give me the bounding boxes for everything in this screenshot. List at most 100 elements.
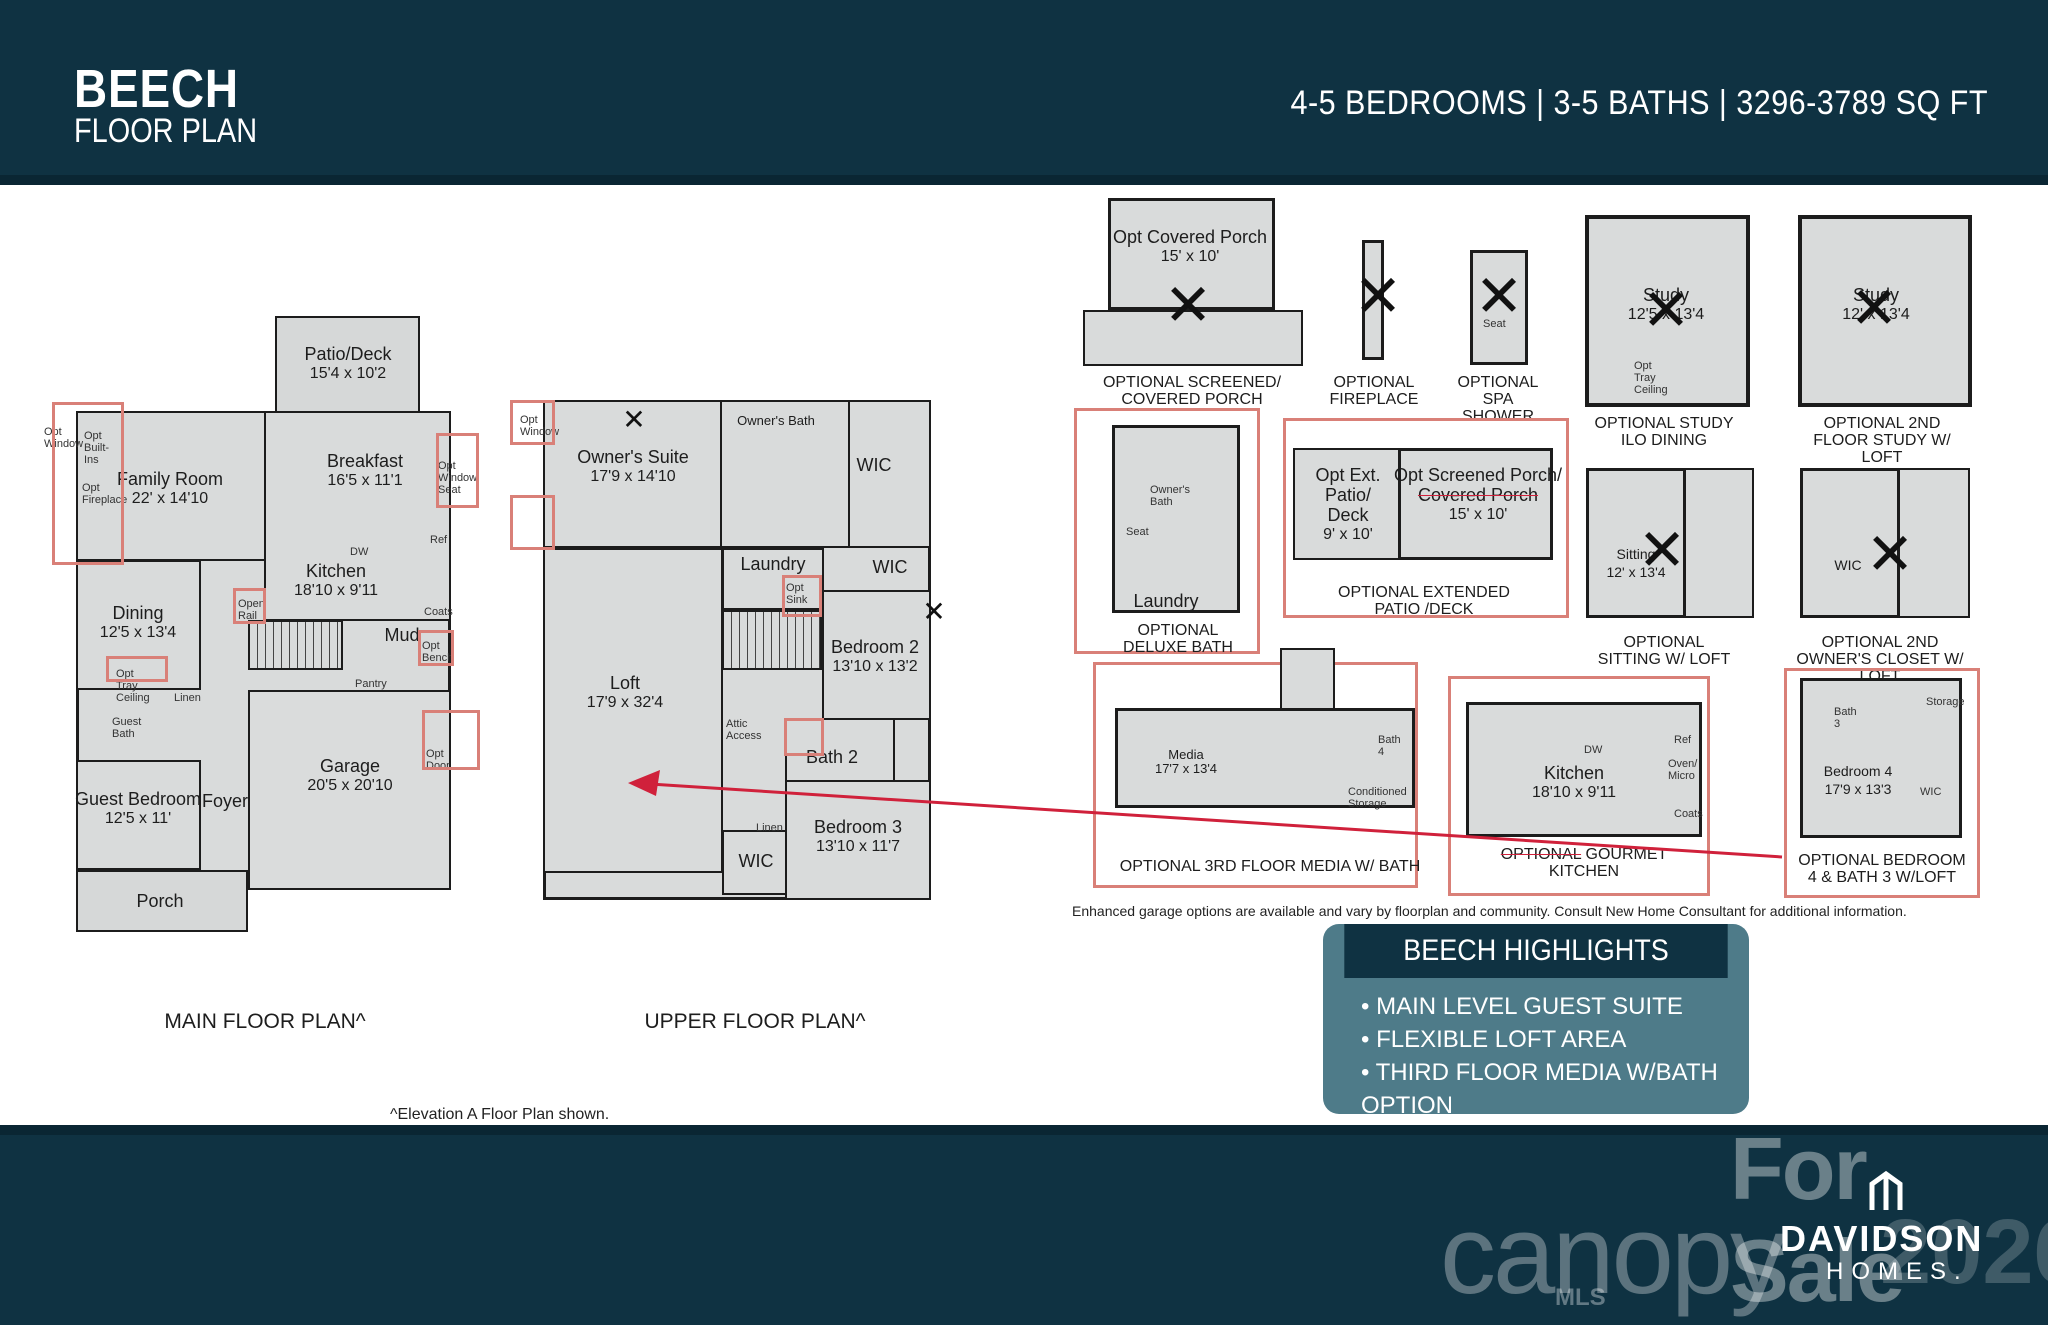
label-bed4-bath: Bath 3 bbox=[1834, 706, 1857, 730]
x-study2: ✕ bbox=[1849, 274, 1899, 342]
room-wic-3 bbox=[722, 830, 787, 895]
highlight-item: THIRD FLOOR MEDIA W/BATH OPTION bbox=[1361, 1056, 1749, 1114]
opt-screened-porch-base bbox=[1083, 310, 1303, 366]
opt-owners-closet-side bbox=[1898, 468, 1970, 618]
highlight-window-seat bbox=[436, 433, 479, 508]
room-owners-bath bbox=[720, 400, 850, 548]
label-ref: Ref bbox=[430, 534, 448, 546]
plan-specs: 4-5 BEDROOMS | 3-5 BATHS | 3296-3789 SQ … bbox=[1290, 84, 1988, 122]
upper-floor-caption: UPPER FLOOR PLAN^ bbox=[644, 1010, 866, 1033]
x-fireplace: ✕ bbox=[1353, 262, 1403, 330]
label-gourmet-ref: Ref bbox=[1674, 734, 1692, 746]
x-upper-window: ✕ bbox=[622, 403, 646, 436]
label-media-storage: Conditioned Storage bbox=[1348, 786, 1407, 810]
label-gourmet-dw: DW bbox=[1584, 744, 1603, 756]
label-wic-master: WIC bbox=[856, 455, 892, 475]
brand-name: DAVIDSON bbox=[1780, 1218, 1984, 1259]
opt-gourmet-kitchen bbox=[1466, 702, 1702, 837]
room-loft bbox=[543, 548, 723, 873]
highlight-extended-patio bbox=[1283, 418, 1569, 618]
highlight-item: FLEXIBLE LOFT AREA bbox=[1361, 1023, 1749, 1056]
highlight-item: MAIN LEVEL GUEST SUITE bbox=[1361, 990, 1749, 1023]
label-deluxe-laundry: Laundry bbox=[1133, 591, 1199, 611]
label-opt-builtins: Opt Built-Ins bbox=[84, 430, 110, 466]
x-sitting: ✕ bbox=[1637, 516, 1687, 584]
room-upper-stair bbox=[722, 610, 822, 670]
label-deluxe-seat: Seat bbox=[1126, 526, 1149, 538]
opt-screened-porch bbox=[1108, 198, 1275, 310]
room-wic-master bbox=[848, 400, 931, 548]
opt-screened-porch2 bbox=[1398, 448, 1553, 560]
label-mud: Mud bbox=[384, 625, 420, 645]
opt-media-top bbox=[1280, 648, 1335, 710]
x-screened-porch: ✕ bbox=[1163, 271, 1213, 339]
label-guest-bath: Guest Bath bbox=[112, 716, 142, 740]
label-dw: DW bbox=[350, 546, 369, 558]
highlight-upper-window1 bbox=[510, 400, 555, 445]
room-guest-bedroom bbox=[76, 760, 201, 870]
caption-media: OPTIONAL 3RD FLOOR MEDIA W/ BATH bbox=[1119, 858, 1421, 875]
davidson-logo-icon bbox=[1869, 1170, 1903, 1210]
label-opt-tray: Opt Tray Ceiling bbox=[116, 668, 150, 704]
highlight-fireplace bbox=[52, 402, 124, 565]
room-patio bbox=[275, 316, 420, 416]
caption-sitting: OPTIONAL SITTING W/ LOFT bbox=[1597, 634, 1731, 668]
label-upper-linen: Linen bbox=[756, 822, 783, 834]
label-gourmet-coats: Coats bbox=[1674, 808, 1703, 820]
opt-fireplace bbox=[1362, 240, 1384, 360]
highlight-door bbox=[422, 710, 480, 770]
highlight-tray bbox=[106, 656, 168, 682]
label-porch: Porch bbox=[136, 891, 184, 911]
label-wic-3: WIC bbox=[738, 851, 774, 871]
label-pantry: Pantry bbox=[355, 678, 387, 690]
opt-deluxe-bath bbox=[1112, 425, 1240, 613]
caption-extended-patio: OPTIONAL EXTENDED PATIO /DECK bbox=[1338, 584, 1510, 618]
label-gourmet-oven: Oven/ Micro bbox=[1668, 758, 1698, 782]
caption-study2: OPTIONAL 2ND FLOOR STUDY W/ LOFT bbox=[1813, 415, 1951, 466]
label-deluxe-owners-bath: Owner's Bath bbox=[1150, 484, 1190, 508]
highlight-media bbox=[1093, 662, 1418, 888]
highlights-list: MAIN LEVEL GUEST SUITE FLEXIBLE LOFT ARE… bbox=[1323, 990, 1749, 1114]
room-kitchen-area bbox=[264, 411, 451, 621]
opt-bedroom4 bbox=[1800, 678, 1962, 838]
watermark-canopy: canopy bbox=[1440, 1192, 1786, 1317]
label-study-tray: Opt Tray Ceiling bbox=[1634, 360, 1668, 396]
label-linen: Linen bbox=[174, 692, 201, 704]
highlights-title: BEECH HIGHLIGHTS bbox=[1344, 924, 1728, 978]
footer-bar bbox=[0, 1125, 2048, 1325]
highlight-open-rail bbox=[233, 588, 266, 624]
highlight-opt-sink2 bbox=[784, 718, 824, 756]
label-owners-closet-wic: WIC bbox=[1834, 557, 1862, 573]
opt-owners-closet bbox=[1800, 468, 1900, 618]
label-foyer: Foyer bbox=[201, 791, 249, 811]
header-bar: BEECH FLOOR PLAN 4-5 BEDROOMS | 3-5 BATH… bbox=[0, 0, 2048, 185]
highlights-panel: BEECH HIGHLIGHTS MAIN LEVEL GUEST SUITE … bbox=[1323, 924, 1749, 1114]
x-spa: ✕ bbox=[1474, 262, 1524, 330]
brand-sub: HOMES. bbox=[1826, 1258, 1969, 1285]
label-opt-sink: Opt Sink bbox=[786, 582, 808, 606]
room-dining bbox=[76, 560, 201, 690]
label-media-bath: Bath 4 bbox=[1378, 734, 1401, 758]
x-study: ✕ bbox=[1641, 276, 1691, 344]
highlight-deluxe-bath bbox=[1074, 408, 1260, 654]
watermark-year: 2026 bbox=[1880, 1201, 2048, 1303]
label-open-rail: Open Rail bbox=[238, 598, 265, 622]
opt-study bbox=[1585, 215, 1750, 407]
label-bed4-wic: WIC bbox=[1920, 786, 1942, 798]
